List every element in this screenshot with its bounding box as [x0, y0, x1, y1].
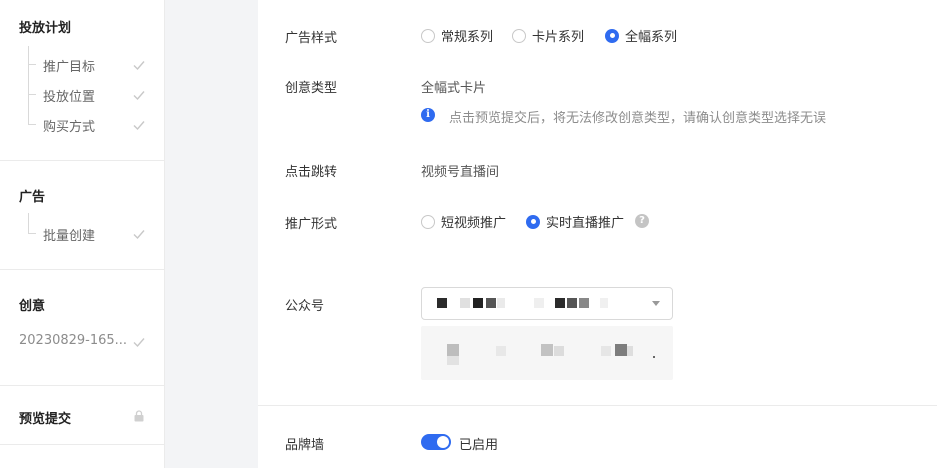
- brand-wall-toggle[interactable]: [421, 434, 451, 450]
- radio-indicator: [421, 214, 435, 229]
- radio-indicator-selected: [526, 214, 540, 229]
- sidebar-divider: [0, 444, 165, 445]
- check-icon: [133, 91, 145, 101]
- radio-regular-series[interactable]: 常规系列: [421, 26, 493, 45]
- check-icon: [133, 61, 145, 71]
- redacted-block: [473, 298, 483, 308]
- creative-form: 广告样式 常规系列 卡片系列 全幅系列 创意类型 全幅式卡片 i 点击预览提交后…: [258, 0, 937, 468]
- lock-icon: [134, 410, 144, 422]
- sidebar-creative-name[interactable]: 20230829-165...: [19, 333, 128, 348]
- redacted-block: [554, 346, 564, 356]
- redacted-block: [541, 344, 553, 356]
- redacted-block: [567, 298, 577, 308]
- layout-gap: [165, 0, 258, 468]
- sidebar-section-preview-submit[interactable]: 预览提交: [19, 412, 72, 427]
- sidebar-divider: [0, 269, 165, 270]
- redacted-block: [579, 298, 589, 308]
- redacted-block: [555, 298, 565, 308]
- redacted-block: [601, 346, 611, 356]
- radio-indicator-selected: [605, 28, 619, 43]
- tree-branch: [28, 64, 36, 65]
- check-icon: [133, 338, 145, 348]
- promo-form-label: 推广形式: [285, 217, 338, 232]
- redacted-block: [460, 298, 470, 308]
- redacted-block: [486, 298, 496, 308]
- creative-type-label: 创意类型: [285, 81, 338, 96]
- sidebar-divider: [0, 385, 165, 386]
- tree-line: [28, 213, 29, 234]
- tree-branch: [28, 94, 36, 95]
- official-account-select[interactable]: [421, 287, 673, 320]
- ad-style-label: 广告样式: [285, 31, 338, 46]
- radio-label: 短视频推广: [441, 216, 507, 231]
- check-icon: [133, 121, 145, 131]
- form-divider: [258, 405, 937, 406]
- click-jump-label: 点击跳转: [285, 165, 338, 180]
- sidebar-item-promo-goal[interactable]: 推广目标: [43, 60, 96, 75]
- tree-branch: [28, 233, 36, 234]
- sidebar-section-plan[interactable]: 投放计划: [19, 21, 72, 36]
- sidebar-section-creative[interactable]: 创意: [19, 299, 46, 314]
- click-jump-value: 视频号直播间: [421, 165, 500, 180]
- radio-label: 全幅系列: [625, 30, 678, 45]
- chevron-down-icon: [652, 301, 660, 306]
- redacted-block: [497, 298, 505, 308]
- redacted-block: [437, 298, 447, 308]
- radio-fullscreen-series[interactable]: 全幅系列: [605, 26, 677, 45]
- sidebar-section-ad[interactable]: 广告: [19, 190, 46, 205]
- redacted-block: [447, 356, 459, 365]
- redacted-block: [447, 344, 459, 356]
- creative-type-hint: 点击预览提交后，将无法修改创意类型，请确认创意类型选择无误: [449, 111, 827, 126]
- tree-branch: [28, 124, 36, 125]
- redacted-block: [600, 298, 608, 308]
- redacted-block: [496, 346, 506, 356]
- radio-short-video[interactable]: 短视频推广: [421, 212, 506, 231]
- sidebar-item-placement[interactable]: 投放位置: [43, 90, 96, 105]
- radio-label: 卡片系列: [532, 30, 585, 45]
- check-icon: [133, 230, 145, 240]
- official-account-label: 公众号: [285, 299, 325, 314]
- radio-live-stream[interactable]: 实时直播推广: [526, 212, 624, 231]
- redacted-block: [615, 344, 627, 356]
- radio-card-series[interactable]: 卡片系列: [512, 26, 584, 45]
- radio-label: 实时直播推广: [546, 216, 625, 231]
- tree-line: [28, 46, 29, 125]
- official-account-preview: [421, 326, 673, 380]
- redacted-block: [534, 298, 544, 308]
- sidebar-item-purchase-method[interactable]: 购买方式: [43, 120, 96, 135]
- radio-label: 常规系列: [441, 30, 494, 45]
- help-icon[interactable]: ?: [635, 214, 649, 228]
- radio-indicator: [421, 28, 435, 43]
- brand-wall-status: 已启用: [459, 438, 499, 453]
- redacted-block: [627, 346, 633, 356]
- sidebar-item-batch-create[interactable]: 批量创建: [43, 229, 96, 244]
- radio-indicator: [512, 28, 526, 43]
- sidebar: 投放计划 推广目标 投放位置 购买方式 广告 批量创建 创意 20230829-…: [0, 0, 165, 468]
- redacted-block: [653, 356, 655, 358]
- creative-type-value: 全幅式卡片: [421, 81, 487, 96]
- sidebar-divider: [0, 160, 165, 161]
- info-icon: i: [421, 108, 435, 122]
- brand-wall-label: 品牌墙: [285, 438, 325, 453]
